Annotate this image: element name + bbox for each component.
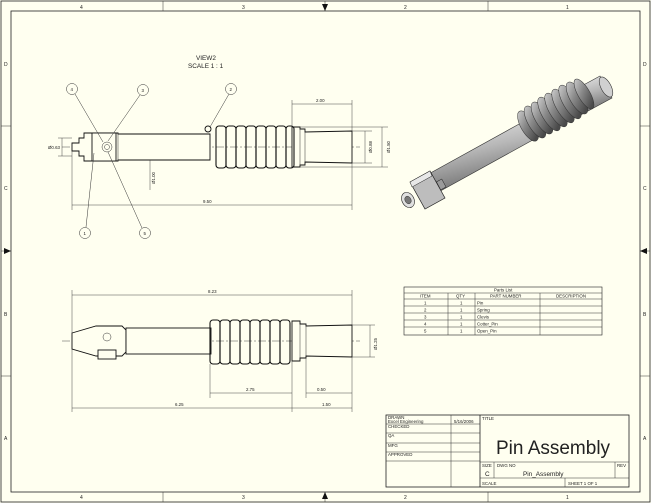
view2-dim-088: Ø0.88 (368, 140, 373, 153)
front-dim-125: Ø1.25 (373, 337, 378, 350)
zone-bottom-3: 3 (242, 495, 245, 501)
parts-list-header-qty: QTY (456, 294, 465, 299)
balloon-2: 2 (230, 87, 233, 92)
parts-row-3-qty: 1 (460, 315, 463, 320)
parts-row-3-item: 3 (424, 315, 427, 320)
tb-sheet: SHEET 1 OF 1 (568, 481, 598, 486)
view2-clevis (91, 132, 117, 162)
zone-top-2: 2 (404, 5, 407, 11)
tb-size: C (485, 471, 490, 478)
tb-title: Pin Assembly (496, 438, 611, 459)
zone-right-b: B (643, 312, 647, 318)
parts-list-header-description: DESCRIPTION (556, 294, 586, 299)
zone-left-d: D (4, 62, 8, 68)
zone-top-1: 1 (566, 5, 569, 11)
balloon-1: 1 (84, 231, 87, 236)
parts-row-5-item: 5 (424, 329, 427, 334)
zone-bottom-4: 4 (80, 495, 83, 501)
view2-body (291, 126, 353, 168)
tb-size-label: SIZE (482, 463, 492, 468)
tb-title-label: TITLE (482, 416, 494, 421)
zone-left-a: A (4, 436, 8, 442)
parts-row-1-item: 1 (424, 301, 427, 306)
parts-row-2-qty: 1 (460, 308, 463, 313)
view2-dim-150: Ø1.50 (386, 140, 391, 153)
view2-dim-2-00: 2.00 (316, 98, 325, 103)
view2: VIEW2 SCALE 1 : 1 (48, 55, 391, 239)
tb-label-checked: CHECKED (388, 424, 409, 429)
tb-label-qa: QA (388, 433, 394, 438)
tb-dwg-no-label: DWG NO (497, 463, 516, 468)
title-block (385, 414, 630, 488)
tb-scale-label: SCALE (482, 481, 496, 486)
front-spring (209, 319, 291, 365)
parts-row-4-qty: 1 (460, 322, 463, 327)
parts-row-2-part: Spring (477, 308, 490, 313)
tb-label-drawn: DRAWN (388, 415, 404, 420)
front-dim-2-75: 2.75 (246, 387, 255, 392)
front-dim-8-23: 8.23 (208, 289, 217, 294)
front-cotter (97, 349, 117, 360)
zone-bottom-1: 1 (566, 495, 569, 501)
view2-dim-063: Ø0.63 (48, 145, 61, 150)
front-dim-0-50: 0.50 (317, 387, 326, 392)
front-dim-1-50: 1.50 (322, 402, 331, 407)
tb-dwg-no: Pin_Assembly (523, 471, 564, 478)
tb-label-mfg: MFG (388, 443, 398, 448)
tb-drawn-by: Excel Engineering (388, 419, 424, 424)
balloon-4: 4 (71, 87, 74, 92)
parts-row-4-part: Cotter_Pin (477, 322, 498, 327)
tb-drawn-date: 5/16/2006 (454, 419, 474, 424)
view2-scale: SCALE 1 : 1 (188, 63, 224, 70)
parts-row-5-part: Open_Pin (477, 329, 497, 334)
parts-row-2-item: 2 (424, 308, 427, 313)
parts-row-1-qty: 1 (460, 301, 463, 306)
parts-row-1-part: Pin (477, 301, 484, 306)
view2-small-pin (204, 125, 212, 133)
front-view: 8.23 Ø1.25 2.75 0.50 6.25 1.50 (62, 289, 378, 412)
tb-label-approved: APPROVED (388, 452, 412, 457)
zone-bottom-2: 2 (404, 495, 407, 501)
centering-marks (4, 4, 647, 499)
parts-row-3-part: Clevis (477, 315, 490, 320)
parts-list-header-part-number: PART NUMBER (490, 294, 521, 299)
view2-spring (215, 125, 295, 169)
zone-top-3: 3 (242, 5, 245, 11)
balloon-3: 3 (142, 88, 145, 93)
view2-dim-100: Ø1.00 (151, 171, 156, 184)
inner-border (10, 10, 641, 493)
zone-left-c: C (4, 186, 8, 192)
parts-list-title: Parts List (494, 288, 513, 293)
zone-right-d: D (643, 62, 647, 68)
parts-list-header-item: ITEM (420, 294, 431, 299)
zone-top-4: 4 (80, 5, 83, 11)
zone-right-c: C (643, 186, 647, 192)
balloon-5: 5 (144, 231, 147, 236)
front-dim-6-25: 6.25 (175, 402, 184, 407)
front-body (291, 320, 353, 362)
tb-rev-label: REV (617, 463, 626, 468)
zone-right-a: A (643, 436, 647, 442)
view2-title: VIEW2 (196, 55, 216, 62)
parts-row-5-qty: 1 (460, 329, 463, 334)
isometric-view (401, 75, 614, 210)
view2-balloons (66, 83, 237, 239)
view2-dim-9-50: 9.50 (203, 199, 212, 204)
parts-list (403, 286, 603, 336)
parts-row-4-item: 4 (424, 322, 427, 327)
front-pin (125, 327, 212, 355)
zone-left-b: B (4, 312, 8, 318)
